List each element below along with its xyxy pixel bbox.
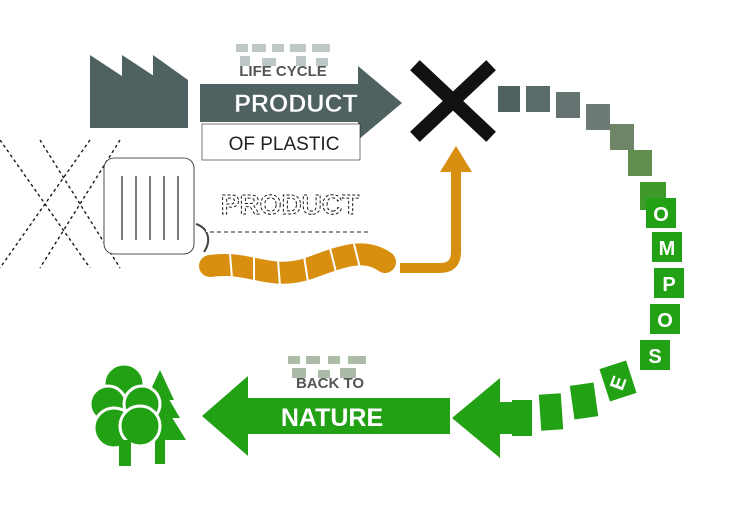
- cross-icon: [410, 60, 496, 142]
- svg-text:M: M: [659, 238, 676, 260]
- decompose-letter-s: S: [640, 340, 670, 370]
- decompose-letter-e: E: [599, 360, 637, 402]
- plastic-sublabel: OF PLASTIC: [229, 134, 340, 155]
- nature-arrow-label: NATURE: [281, 404, 383, 432]
- trees-icon: [88, 362, 186, 466]
- bottom-caption-block: BACK TO: [282, 352, 378, 392]
- bottom-caption: BACK TO: [296, 375, 364, 392]
- product-arrow-label: PRODUCT: [234, 90, 358, 118]
- decompose-letter-o1: O: [646, 198, 676, 228]
- decompose-loop: O M P O S E: [498, 86, 684, 436]
- svg-text:P: P: [662, 274, 675, 296]
- bottle-icon: [0, 139, 210, 269]
- svg-text:O: O: [653, 204, 669, 226]
- decompose-letter-m: M: [652, 232, 682, 262]
- product-arrow: PRODUCT: [200, 66, 402, 140]
- decompose-letter-p: P: [654, 268, 684, 298]
- worm-icon: [199, 243, 396, 287]
- green-small-arrow: [452, 378, 518, 458]
- decompose-letter-o2: O: [650, 304, 680, 334]
- orange-up-arrow: [400, 146, 472, 273]
- svg-text:S: S: [648, 346, 661, 368]
- ghost-product-label: PRODUCT: [221, 189, 359, 220]
- svg-text:O: O: [657, 310, 673, 332]
- nature-arrow: NATURE: [202, 376, 450, 456]
- factory-icon: [90, 55, 188, 128]
- top-caption: LIFE CYCLE: [239, 63, 327, 80]
- top-caption-block: LIFE CYCLE: [232, 40, 336, 80]
- ghost-product-block: PRODUCT: [206, 170, 370, 233]
- plastic-sublabel-block: OF PLASTIC: [201, 123, 361, 161]
